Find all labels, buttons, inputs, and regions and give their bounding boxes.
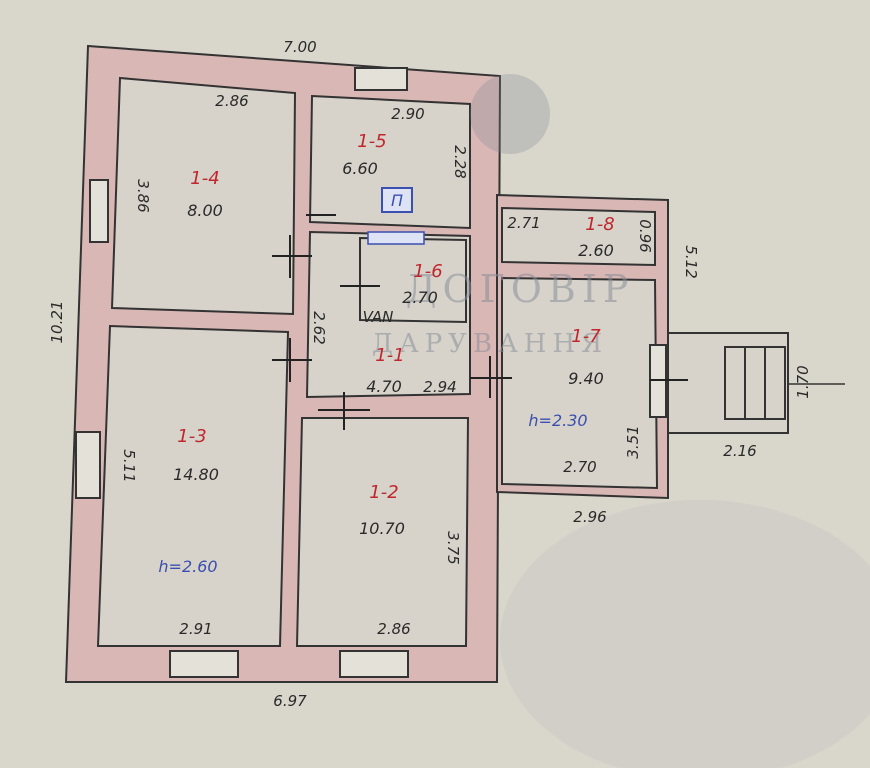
room-height-1-7: h=2.30 — [528, 411, 587, 430]
room-id-1-1: 1-1 — [375, 345, 404, 366]
room-area-1-6: 2.70 — [402, 288, 438, 307]
room-1-8 — [501, 206, 656, 267]
room-area-1-3: 14.80 — [173, 465, 219, 484]
room-area-1-8: 2.60 — [578, 241, 614, 260]
room-1-7 — [501, 276, 659, 490]
dim-bottom-width: 6.97 — [273, 692, 307, 710]
room-id-1-7: 1-7 — [571, 326, 601, 347]
watermark-line1: ДОГОВІР — [406, 267, 635, 311]
room-area-1-2: 10.70 — [359, 519, 405, 538]
window-bottom-left — [169, 650, 239, 678]
room-width-1-2: 2.86 — [377, 620, 410, 638]
room-1-6 — [359, 236, 467, 324]
window-top — [354, 67, 408, 91]
door-marks — [272, 214, 688, 430]
paper-shadow — [500, 500, 870, 768]
room-interiors — [96, 76, 659, 647]
room-area-1-7: 9.40 — [568, 369, 604, 388]
room-1-5 — [308, 94, 471, 230]
room-width-1-3: 2.91 — [179, 620, 212, 638]
room-area-1-5: 6.60 — [342, 159, 378, 178]
room-id-1-3: 1-3 — [177, 426, 206, 447]
room-1-4 — [110, 76, 297, 316]
room-depth-1-3: 5.11 — [120, 449, 138, 482]
room-depth-1-1: 2.62 — [310, 311, 328, 344]
room-depth-1-2: 3.75 — [444, 531, 462, 564]
dim-left-length: 10.21 — [48, 301, 66, 344]
dim-right-length: 5.12 — [682, 245, 700, 278]
porch-width: 2.16 — [723, 442, 756, 460]
room-depth-1-8: 0.96 — [636, 219, 654, 252]
room-id-1-2: 1-2 — [369, 482, 398, 503]
extension-width: 2.96 — [573, 508, 606, 526]
room-width-1-7: 2.70 — [563, 458, 596, 476]
stove-icon — [381, 187, 413, 213]
room-1-3 — [96, 324, 290, 647]
room-width-1-1: 2.94 — [423, 378, 456, 396]
room-id-1-4: 1-4 — [190, 168, 219, 189]
room-width-1-8: 2.71 — [507, 214, 540, 232]
porch-steps — [724, 346, 786, 420]
room-depth-1-5: 2.28 — [451, 145, 469, 178]
room-area-1-1: 4.70 — [366, 377, 402, 396]
room-depth-1-7: 3.51 — [624, 425, 642, 458]
room-width-1-5: 2.90 — [391, 105, 424, 123]
room-id-1-5: 1-5 — [357, 131, 386, 152]
window-left-bottom — [75, 431, 101, 499]
room-note-1-6: VAN — [363, 308, 394, 326]
dim-top-width: 7.00 — [283, 38, 316, 56]
room-depth-1-4: 3.86 — [134, 179, 152, 212]
room-id-1-8: 1-8 — [585, 214, 614, 235]
room-area-1-4: 8.00 — [187, 201, 223, 220]
watermark-line2: ДАРУВАННЯ — [372, 329, 608, 359]
window-left-top — [89, 179, 109, 243]
windows — [75, 67, 667, 678]
room-width-1-4: 2.86 — [215, 92, 248, 110]
room-1-2 — [295, 417, 470, 647]
porch-depth: 1.70 — [794, 365, 812, 398]
room-id-1-6: 1-6 — [413, 261, 442, 282]
seal-stamp — [470, 74, 550, 154]
chimney-icon — [367, 231, 425, 245]
stove-label: П — [391, 191, 403, 210]
room-height-1-3: h=2.60 — [158, 557, 217, 576]
window-bottom-right — [339, 650, 409, 678]
